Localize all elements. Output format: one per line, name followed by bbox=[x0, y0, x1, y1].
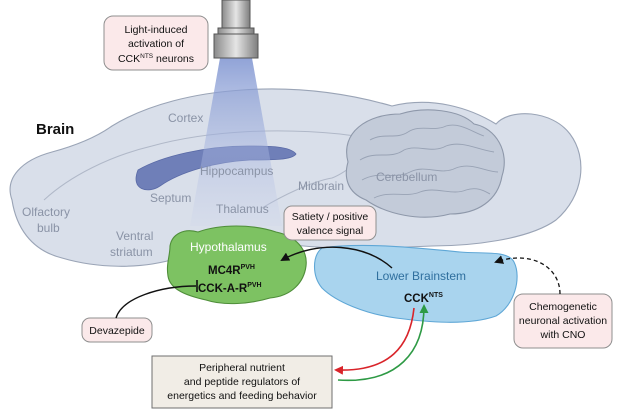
brainstem-label: Lower Brainstem bbox=[376, 269, 466, 283]
optic-fiber-ring bbox=[217, 27, 255, 35]
peripheral-line1: Peripheral nutrient bbox=[199, 362, 285, 374]
optic-fiber-top bbox=[221, 0, 251, 29]
satiety-line2: valence signal bbox=[297, 225, 364, 237]
brainstem-shape bbox=[313, 244, 518, 323]
light-cck-text: CCK bbox=[118, 53, 140, 65]
devazepide-box bbox=[81, 317, 153, 343]
light-neurons-text: neurons bbox=[153, 53, 194, 65]
peripheral-box bbox=[151, 355, 333, 409]
brainstem-to-hypothalamus-arrow bbox=[280, 246, 393, 269]
brain-title: Brain bbox=[36, 121, 74, 138]
cortex-label: Cortex bbox=[168, 111, 203, 125]
olfactory-label-2: bulb bbox=[37, 221, 60, 235]
septum-label: Septum bbox=[150, 191, 191, 205]
ccka-r-label: CCK-A-RPVH bbox=[198, 282, 262, 295]
cck-nts-text: CCK bbox=[404, 293, 430, 305]
light-activation-line2: activation of bbox=[128, 38, 184, 50]
olfactory-label-1: Olfactory bbox=[22, 205, 70, 219]
hippocampus-label: Hippocampus bbox=[200, 164, 273, 178]
cck-nts-label: CCKNTS bbox=[404, 292, 443, 305]
peripheral-line3: energetics and feeding behavior bbox=[167, 390, 317, 402]
hypothalamus-label: Hypothalamus bbox=[190, 240, 267, 254]
light-activation-box bbox=[103, 15, 209, 71]
light-beam bbox=[190, 58, 282, 226]
chemogenetic-line1: Chemogenetic bbox=[529, 301, 597, 313]
cck-nts-sup: NTS bbox=[429, 292, 443, 299]
light-activation-line1: Light-induced bbox=[124, 24, 187, 36]
green-afferent-arrow bbox=[337, 304, 429, 382]
ccka-r-text: CCK-A-R bbox=[198, 283, 248, 295]
hypothalamus-shape bbox=[166, 225, 307, 305]
mc4r-text: MC4R bbox=[208, 265, 241, 277]
thalamus-label: Thalamus bbox=[216, 202, 269, 216]
ccka-r-sup: PVH bbox=[247, 282, 261, 289]
satiety-box bbox=[283, 205, 377, 241]
peripheral-line2: and peptide regulators of bbox=[184, 376, 300, 388]
satiety-line1: Satiety / positive bbox=[292, 211, 369, 223]
chemogenetic-dashed-arrow bbox=[494, 255, 561, 295]
devazepide-label: Devazepide bbox=[89, 325, 145, 337]
cerebellum-shape bbox=[345, 109, 505, 218]
optic-fiber-base bbox=[213, 33, 259, 59]
midbrain-label: Midbrain bbox=[298, 179, 344, 193]
chemogenetic-line3: with CNO bbox=[540, 329, 586, 341]
red-efferent-arrow bbox=[334, 307, 415, 375]
mc4r-label: MC4RPVH bbox=[208, 264, 255, 277]
chemogenetic-line2: neuronal activation bbox=[519, 315, 607, 327]
light-cck-sup: NTS bbox=[140, 53, 154, 60]
mc4r-sup: PVH bbox=[241, 264, 255, 271]
ventral-label-1: Ventral bbox=[116, 229, 153, 243]
chemogenetic-box bbox=[513, 293, 613, 349]
ventral-label-2: striatum bbox=[110, 245, 153, 259]
devazepide-inhibition-line bbox=[115, 285, 197, 319]
cerebellum-label: Cerebellum bbox=[376, 170, 437, 184]
light-activation-line3: CCKNTS neurons bbox=[118, 53, 194, 65]
